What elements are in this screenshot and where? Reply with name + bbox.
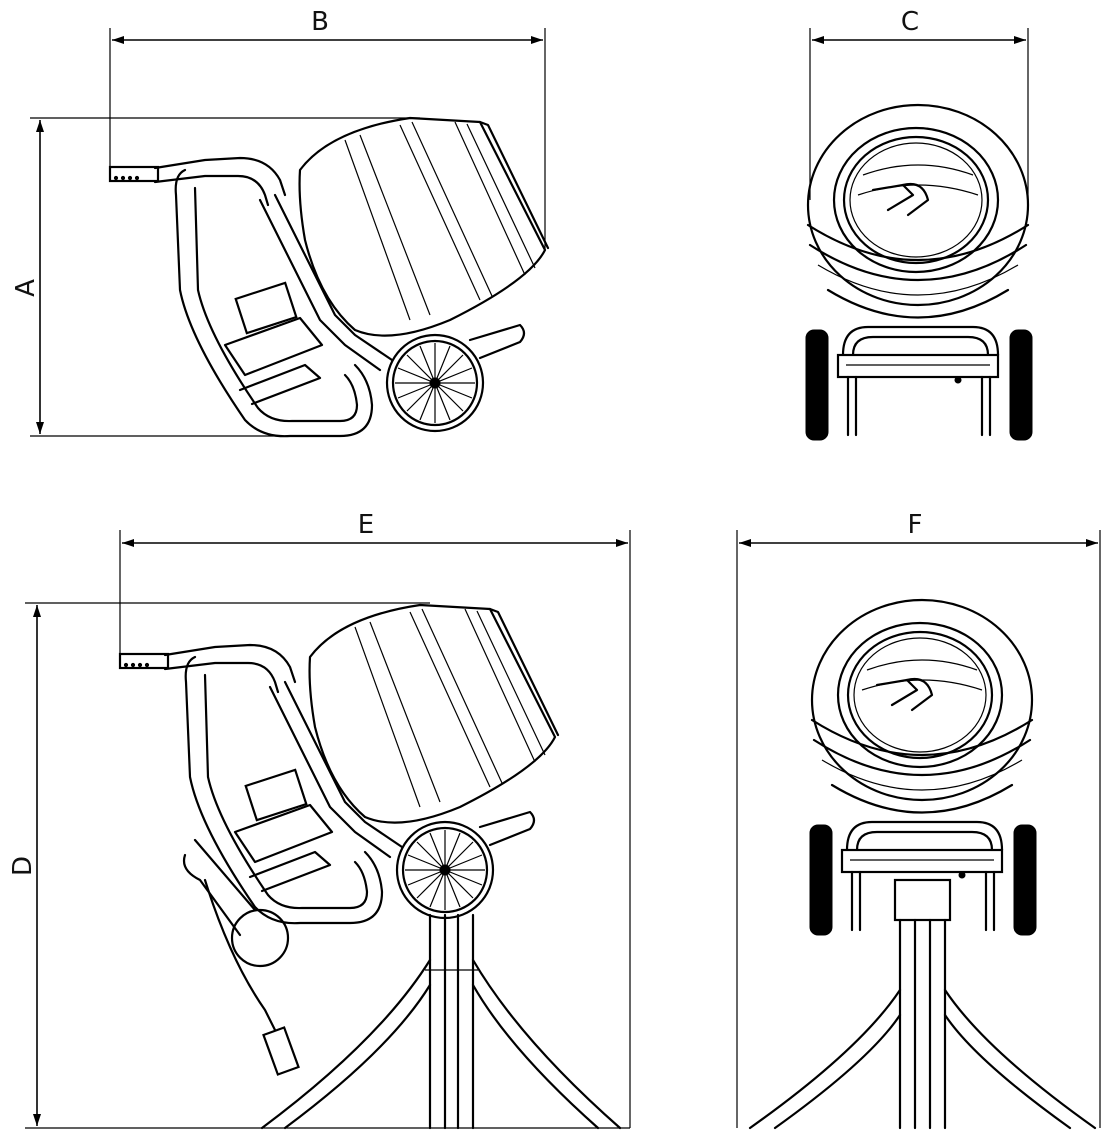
dimension-b-label: B: [311, 7, 329, 37]
side-view-on-stand: [118, 603, 622, 1130]
side-view-top: [108, 116, 550, 438]
dimension-c-label: C: [901, 7, 919, 37]
dimension-b: B: [109, 7, 546, 250]
dimension-f-label: F: [908, 510, 923, 540]
dimension-c: C: [809, 7, 1029, 200]
dimension-a: A: [11, 117, 420, 437]
dimension-d-label: D: [8, 856, 38, 876]
front-view-top: [804, 103, 1034, 442]
dimension-e-label: E: [358, 510, 374, 540]
dimension-f: F: [736, 510, 1101, 1128]
front-view-on-stand: [748, 598, 1097, 1130]
dimension-e: E: [119, 510, 631, 1128]
dimension-d: D: [8, 602, 630, 1129]
dimension-a-label: A: [11, 279, 41, 297]
